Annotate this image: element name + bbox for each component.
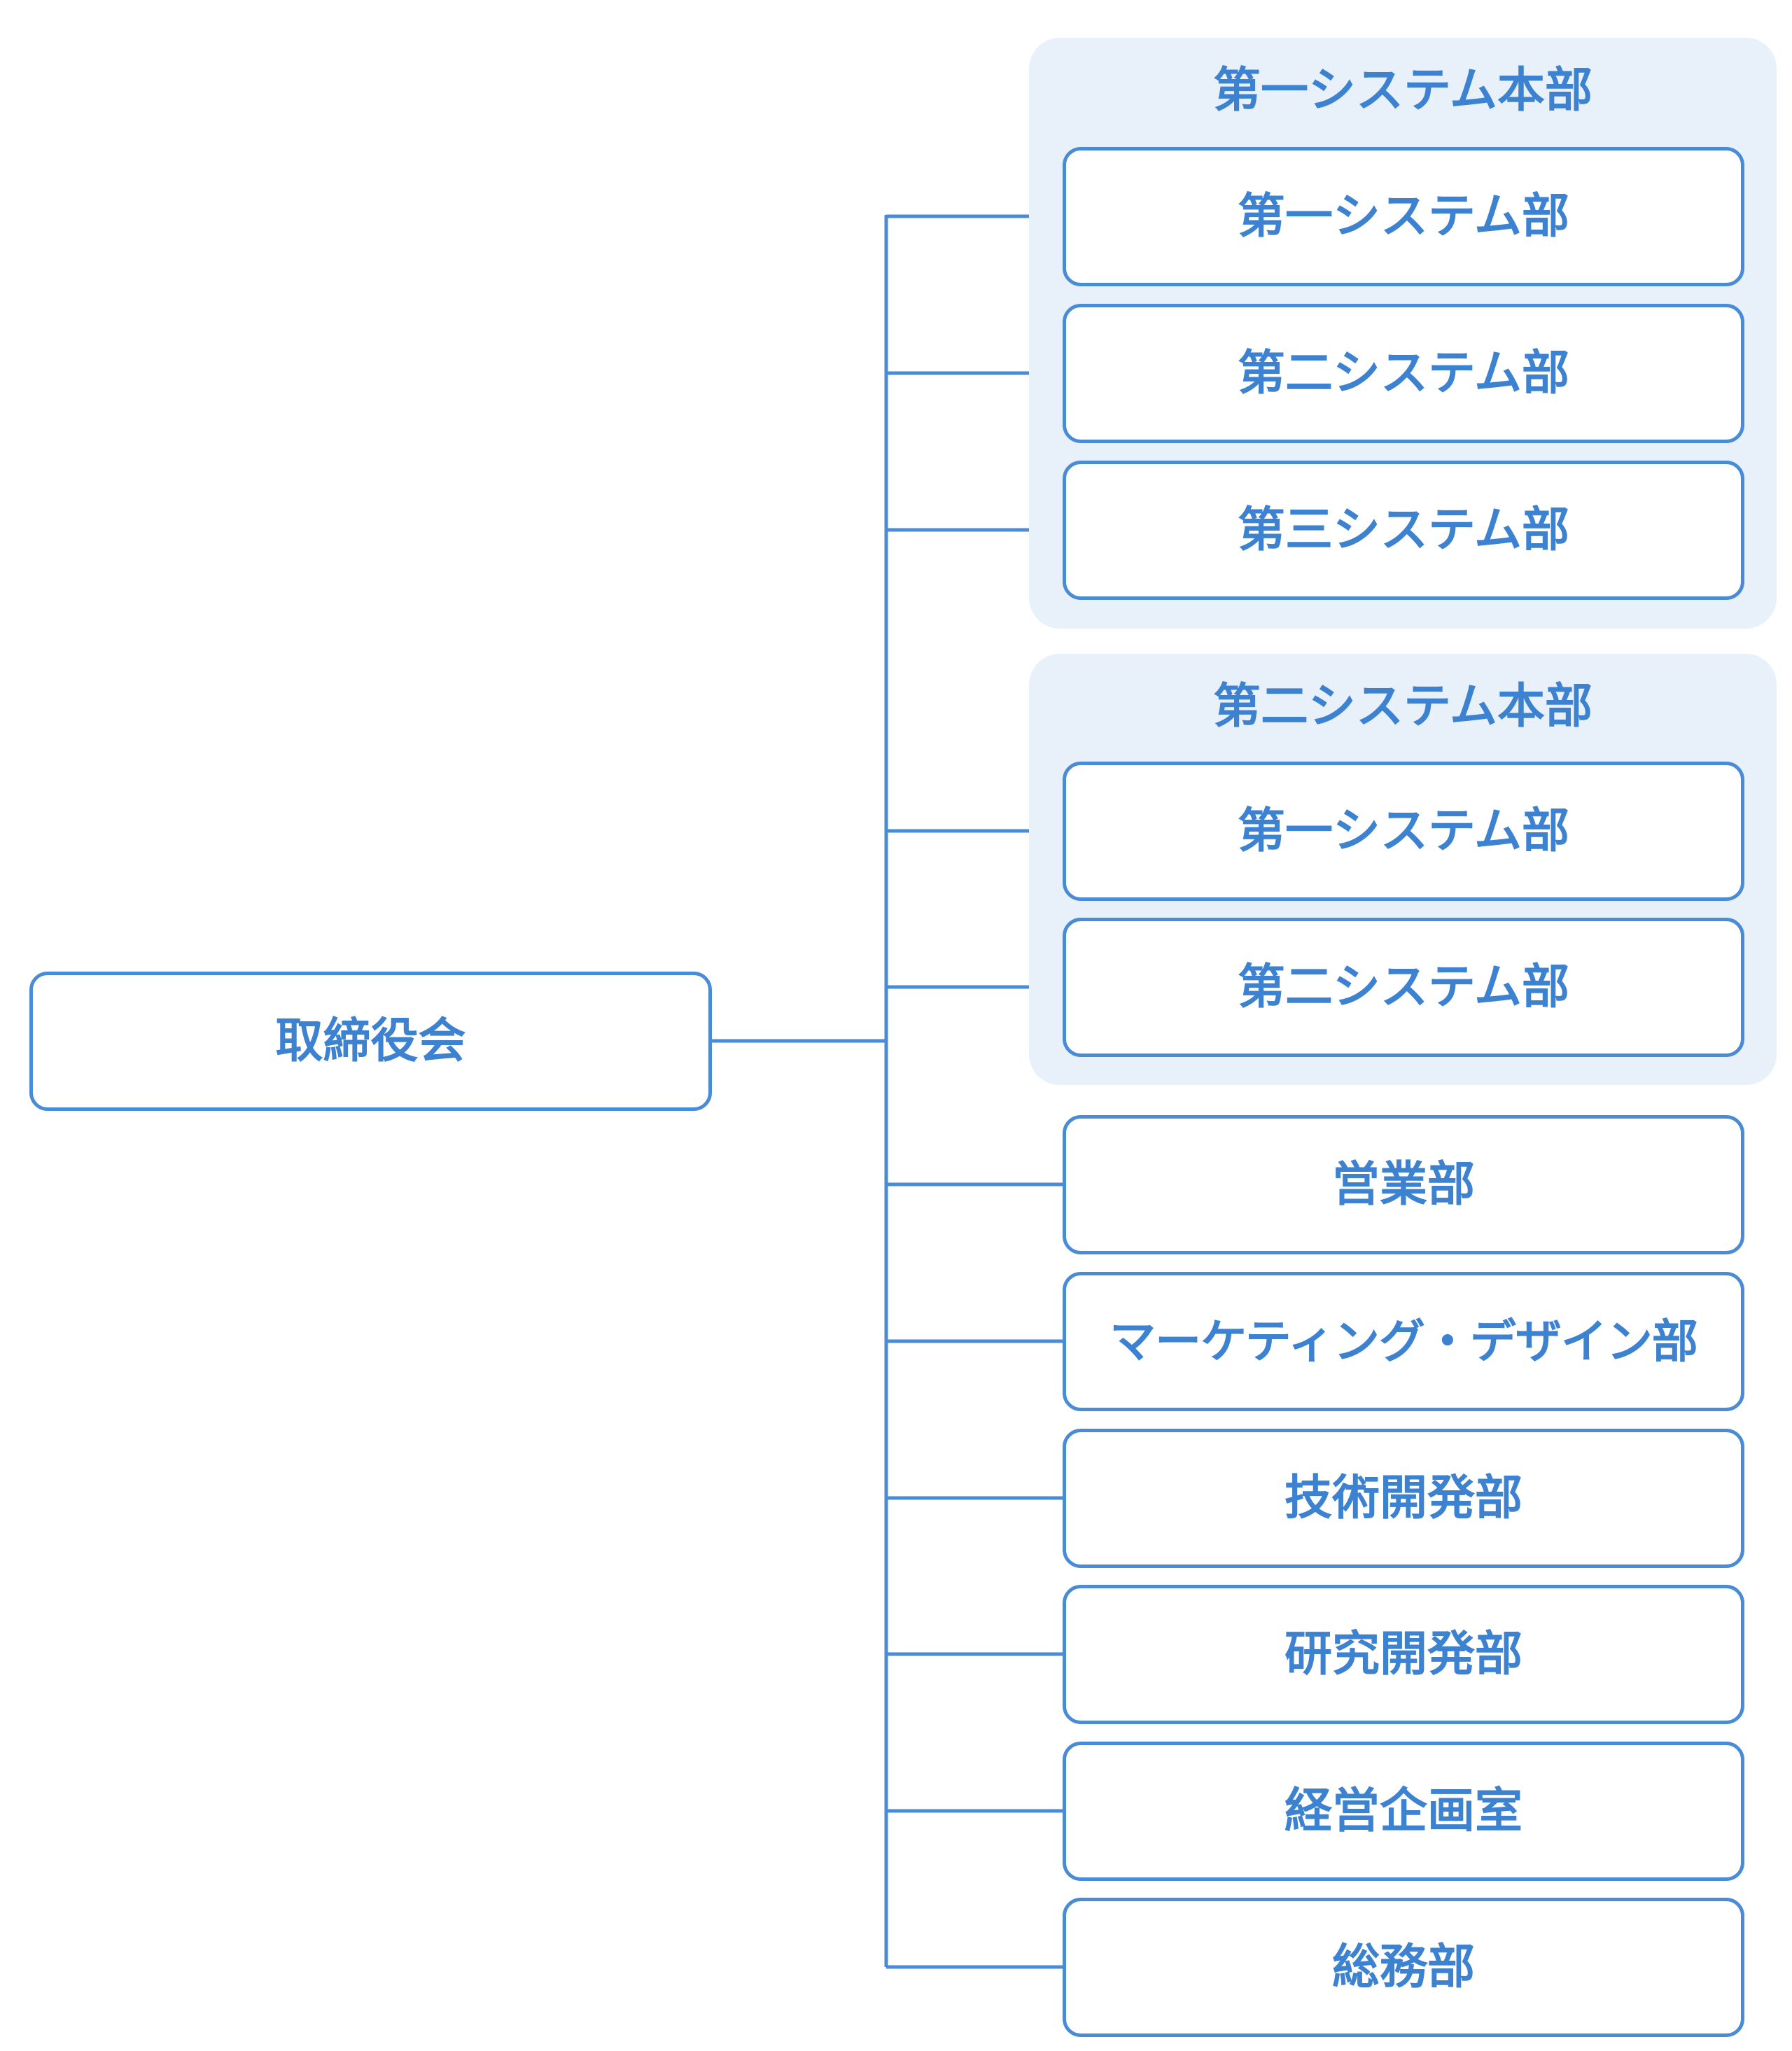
unit-box: 第一システム部 [1063,762,1744,901]
group-title: 第一システム本部 [1213,63,1592,118]
group-title: 第二システム本部 [1213,679,1592,734]
unit-label: 第一システム部 [1238,188,1569,244]
department-box-marketing-design: マーケティング・デザイン部 [1063,1272,1744,1411]
unit-label: 第二システム部 [1238,345,1569,401]
unit-label: 第一システム部 [1238,803,1569,859]
unit-box: 第一システム部 [1063,147,1744,286]
department-box-research-dev: 研究開発部 [1063,1585,1744,1724]
department-label: 経営企画室 [1284,1783,1522,1839]
department-label: 総務部 [1331,1939,1475,1995]
department-label: 研究開発部 [1284,1626,1522,1682]
root-box-board: 取締役会 [29,972,712,1111]
root-label: 取締役会 [275,1013,466,1069]
department-label: 技術開発部 [1284,1470,1522,1526]
unit-label: 第二システム部 [1238,959,1569,1015]
unit-box: 第二システム部 [1063,918,1744,1057]
unit-box: 第二システム部 [1063,304,1744,443]
department-box-sales: 営業部 [1063,1115,1744,1254]
department-box-corporate-planning: 経営企画室 [1063,1742,1744,1881]
department-label: マーケティング・デザイン部 [1110,1314,1698,1368]
unit-label: 第三システム部 [1238,502,1569,558]
unit-box: 第三システム部 [1063,461,1744,600]
department-label: 営業部 [1331,1156,1475,1212]
department-box-tech-dev: 技術開発部 [1063,1429,1744,1568]
department-box-general-affairs: 総務部 [1063,1898,1744,2037]
